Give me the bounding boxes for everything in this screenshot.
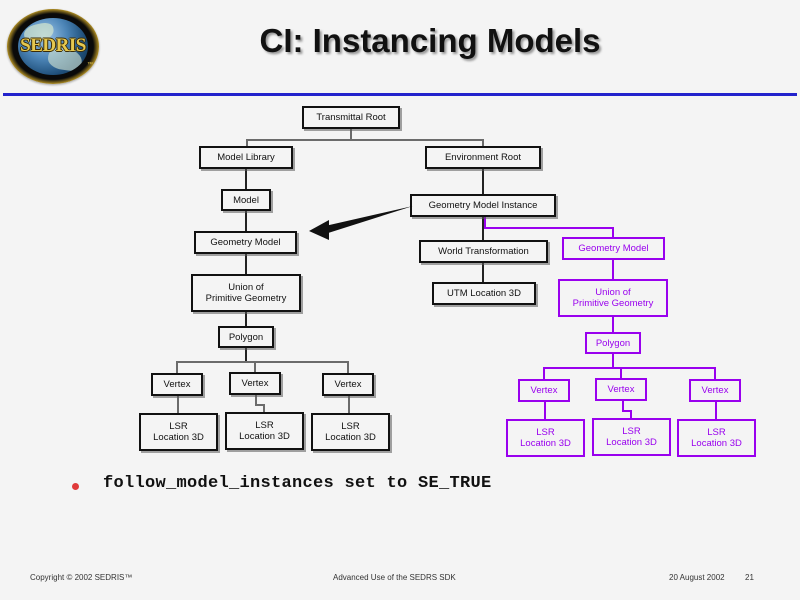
link-vertex-lsr-left-2c [263,404,265,413]
bullet-text: follow_model_instances set to SE_TRUE [103,474,492,493]
footer-page-number: 21 [745,573,754,582]
node-geometry-model-instance[interactable]: Geometry Model Instance [410,194,556,217]
instancing-arrow-icon [309,206,413,240]
link-gmi-purple-stub [484,217,486,229]
link-envroot-gmi [482,169,484,194]
link-bus-vertex-purple-2 [620,367,622,379]
node-model[interactable]: Model [221,189,271,211]
link-bus-vertex-purple-1 [543,367,545,380]
node-vertex-purple-2[interactable]: Vertex [595,378,647,401]
slide-footer: Copyright © 2002 SEDRIS™ Advanced Use of… [0,570,800,592]
link-modellibrary-model [245,169,247,189]
node-lsr-left-3[interactable]: LSR Location 3D [311,413,390,451]
link-geometrymodel-union [245,254,247,274]
link-bus-vertex-left-1 [176,361,178,374]
node-vertex-purple-1[interactable]: Vertex [518,379,570,402]
link-transmittal-bus [246,139,483,141]
link-transmittal-down [350,129,352,141]
link-worldtransform-utm [482,263,484,282]
sedris-logo: SEDRIS ™ [7,9,99,84]
footer-course-name: Advanced Use of the SEDRS SDK [333,573,456,582]
node-transmittal-root[interactable]: Transmittal Root [302,106,400,129]
link-vertex-bus-purple [543,367,716,369]
node-model-library[interactable]: Model Library [199,146,293,169]
node-vertex-left-1[interactable]: Vertex [151,373,203,396]
link-vertex-lsr-left-3 [348,396,350,414]
link-gmi-worldtransform [482,217,484,240]
slide-header: SEDRIS ™ CI: Instancing Models [0,0,800,96]
link-vertex-lsr-left-1 [177,396,179,414]
bullet-marker-icon [72,483,79,490]
node-union-primitive-purple[interactable]: Union of Primitive Geometry [558,279,668,317]
link-vertex-lsr-purple-3 [715,402,717,420]
link-vertex-lsr-left-2a [255,395,257,406]
link-model-geometrymodel [245,211,247,231]
logo-wordmark: SEDRIS [20,35,86,56]
link-polygon-down-left [245,348,247,362]
bullet-row: follow_model_instances set to SE_TRUE [70,474,690,504]
link-vertex-lsr-purple-1 [544,402,546,420]
node-environment-root[interactable]: Environment Root [425,146,541,169]
link-bus-vertex-left-3 [347,361,349,374]
link-ppolygon-down [612,354,614,368]
node-lsr-left-2[interactable]: LSR Location 3D [225,412,304,450]
link-purple-bus-down [612,227,614,237]
node-vertex-purple-3[interactable]: Vertex [689,379,741,402]
link-punion-ppolygon [612,317,614,332]
link-gmi-purple-bus [484,227,614,229]
node-vertex-left-3[interactable]: Vertex [322,373,374,396]
node-utm-location-3d[interactable]: UTM Location 3D [432,282,536,305]
node-union-primitive-left[interactable]: Union of Primitive Geometry [191,274,301,312]
node-lsr-purple-1[interactable]: LSR Location 3D [506,419,585,457]
node-lsr-left-1[interactable]: LSR Location 3D [139,413,218,451]
link-vertex-lsr-purple-2b [622,410,632,412]
link-bus-to-modellibrary [246,139,248,147]
link-vertex-lsr-purple-2c [630,410,632,419]
link-vertex-bus-left [176,361,349,363]
node-geometry-model-left[interactable]: Geometry Model [194,231,297,254]
node-geometry-model-purple[interactable]: Geometry Model [562,237,665,260]
node-lsr-purple-3[interactable]: LSR Location 3D [677,419,756,457]
link-bus-vertex-purple-3 [714,367,716,380]
link-pgm-punion [612,260,614,279]
logo-trademark-icon: ™ [87,62,93,68]
globe-icon [18,18,88,75]
node-vertex-left-2[interactable]: Vertex [229,372,281,395]
node-polygon-left[interactable]: Polygon [218,326,274,348]
node-world-transformation[interactable]: World Transformation [419,240,548,263]
page-title: CI: Instancing Models [259,22,601,59]
header-divider [3,93,797,96]
node-polygon-purple[interactable]: Polygon [585,332,641,354]
footer-copyright: Copyright © 2002 SEDRIS™ [30,573,133,582]
node-lsr-purple-2[interactable]: LSR Location 3D [592,418,671,456]
link-union-polygon [245,312,247,326]
link-vertex-lsr-left-2b [255,404,265,406]
link-vertex-lsr-purple-2a [622,401,624,412]
link-bus-vertex-left-2 [254,361,256,373]
footer-date: 20 August 2002 [669,573,725,582]
link-bus-to-envroot [482,139,484,147]
